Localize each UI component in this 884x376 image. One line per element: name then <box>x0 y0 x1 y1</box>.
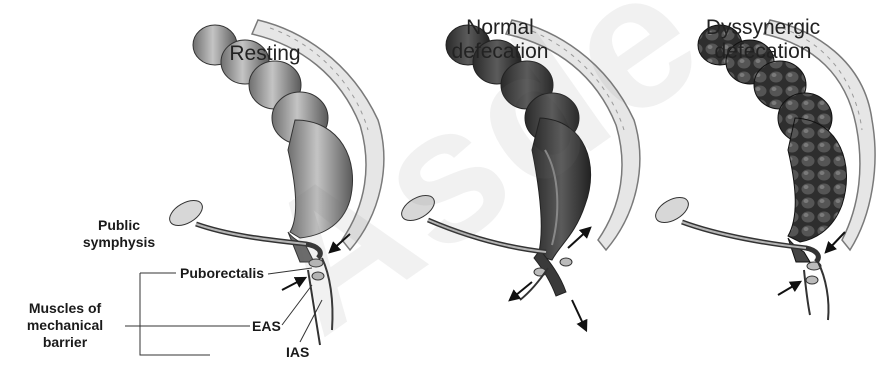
label-pubic-line2: symphysis <box>64 234 174 251</box>
panel-title-normal: Normal defecation <box>430 16 570 64</box>
label-muscles-line3: barrier <box>0 334 130 351</box>
panel-title-dyssynergic: Dyssynergic defecation <box>688 16 838 64</box>
label-pubic-line1: Public <box>64 217 174 234</box>
panel-title-normal-line2: defecation <box>430 40 570 64</box>
figure: Asde Resting Normal defecation Dyssynerg… <box>0 0 884 365</box>
panel-title-normal-line1: Normal <box>430 16 570 40</box>
label-pubic-symphysis: Public symphysis <box>64 217 174 251</box>
label-muscles-of-mechanical-barrier: Muscles of mechanical barrier <box>0 300 130 351</box>
panel-title-dyssynergic-line1: Dyssynergic <box>688 16 838 40</box>
panel-title-resting: Resting <box>200 42 330 66</box>
label-ias: IAS <box>286 344 309 361</box>
label-puborectalis: Puborectalis <box>180 265 264 282</box>
panel-title-resting-text: Resting <box>229 42 300 65</box>
label-eas: EAS <box>252 318 281 335</box>
label-muscles-line2: mechanical <box>0 317 130 334</box>
label-muscles-line1: Muscles of <box>0 300 130 317</box>
panel-title-dyssynergic-line2: defecation <box>688 40 838 64</box>
